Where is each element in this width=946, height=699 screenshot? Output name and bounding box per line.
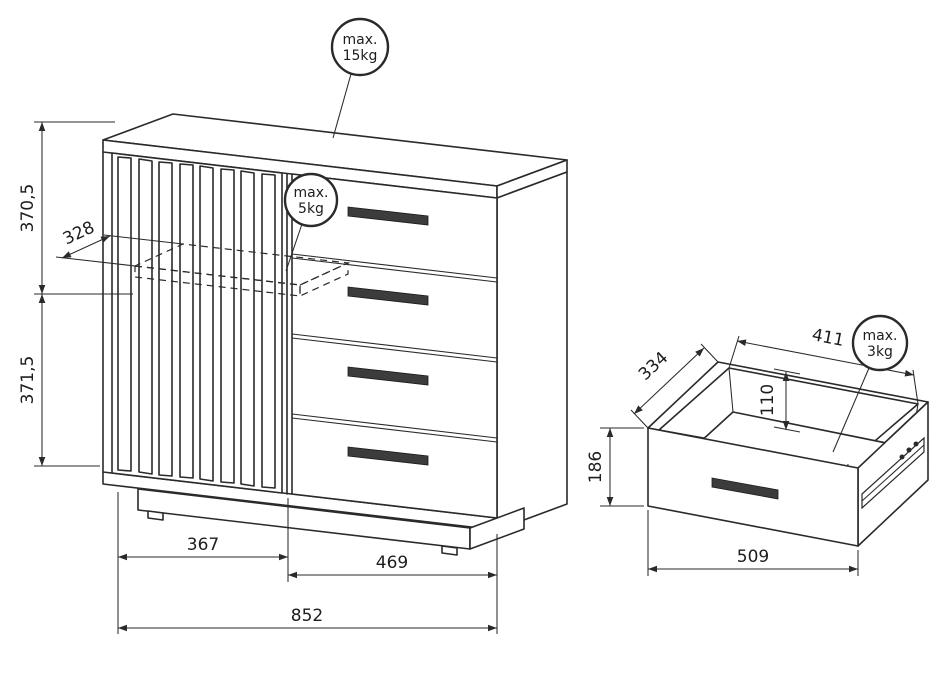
slatted-door [111, 152, 283, 494]
badge-leader-line [285, 223, 303, 272]
door-slat [261, 173, 276, 489]
dim-label-drawers-width: 469 [376, 553, 408, 573]
door-slat [138, 158, 153, 475]
drawer-front-handle [711, 477, 779, 500]
cabinet-view [102, 113, 568, 556]
drawer-handle [347, 206, 429, 226]
badge-circle [330, 17, 390, 77]
badge-text-line1: max. [863, 328, 898, 344]
drawer-gap-line [291, 253, 498, 279]
extension-line [700, 343, 719, 363]
dim-label-total-width: 852 [291, 606, 323, 626]
telescopic-rail [861, 436, 925, 510]
extension-line [630, 409, 649, 429]
badge-text-line1: max. [294, 185, 329, 201]
drawer-gap-line [291, 413, 498, 439]
dim-label-lower-height: 371,5 [18, 356, 38, 405]
door-slat [117, 156, 132, 472]
door-slat [220, 168, 235, 484]
cabinet-foot-left [147, 510, 164, 521]
badge-circle [283, 172, 339, 228]
max-load-badge-shelf: max. 5kg [283, 172, 339, 272]
dim-label-drawer-front-width: 509 [737, 547, 769, 567]
dim-label-drawer-inner-height: 110 [758, 384, 778, 416]
extension-line [55, 256, 136, 267]
extension-line [773, 368, 801, 375]
dim-label-drawer-depth: 334 [635, 348, 672, 385]
drawer-gap-line [291, 333, 498, 359]
drawer-handle [347, 446, 429, 466]
drawer-view [647, 361, 929, 547]
drawer-dimensions: 334 411 110 186 509 [586, 325, 919, 576]
drawer-gap-line [291, 257, 498, 283]
dim-label-upper-height: 370,5 [18, 184, 38, 233]
cabinet-plinth-side [469, 507, 525, 550]
dim-line-drawer-depth [633, 347, 705, 415]
cabinet-right-side-face [496, 171, 568, 531]
door-slat [240, 170, 255, 487]
max-load-badge-drawer: max. 3kg [832, 314, 909, 453]
badge-text-line2: 5kg [298, 201, 324, 217]
door-slat [199, 165, 214, 482]
dim-label-drawer-top-width: 411 [810, 325, 846, 351]
cabinet-dimensions: 370,5 371,5 328 367 469 852 [18, 121, 498, 634]
badge-leader-line [832, 367, 870, 453]
badge-circle [851, 314, 909, 372]
door-slat [158, 161, 173, 477]
drawer-inner-corner [728, 367, 734, 413]
door-slat [179, 163, 194, 479]
drawer-gap-line [291, 337, 498, 363]
extension-line [103, 234, 184, 245]
cabinet-foot-right [441, 545, 458, 556]
dim-line-shelf-depth [61, 235, 111, 259]
hidden-shelf [132, 243, 351, 297]
drawer-handle [347, 366, 429, 386]
badge-leader-line [332, 73, 352, 139]
badge-text-line1: max. [343, 32, 378, 48]
drawer-handle [347, 286, 429, 306]
badge-text-line2: 15kg [343, 48, 378, 64]
badge-text-line2: 3kg [867, 344, 893, 360]
dim-label-door-width: 367 [187, 535, 219, 555]
drawer-gap-line [291, 417, 498, 443]
max-load-badge-top: max. 15kg [330, 17, 390, 139]
dim-label-drawer-front-height: 186 [586, 451, 606, 483]
